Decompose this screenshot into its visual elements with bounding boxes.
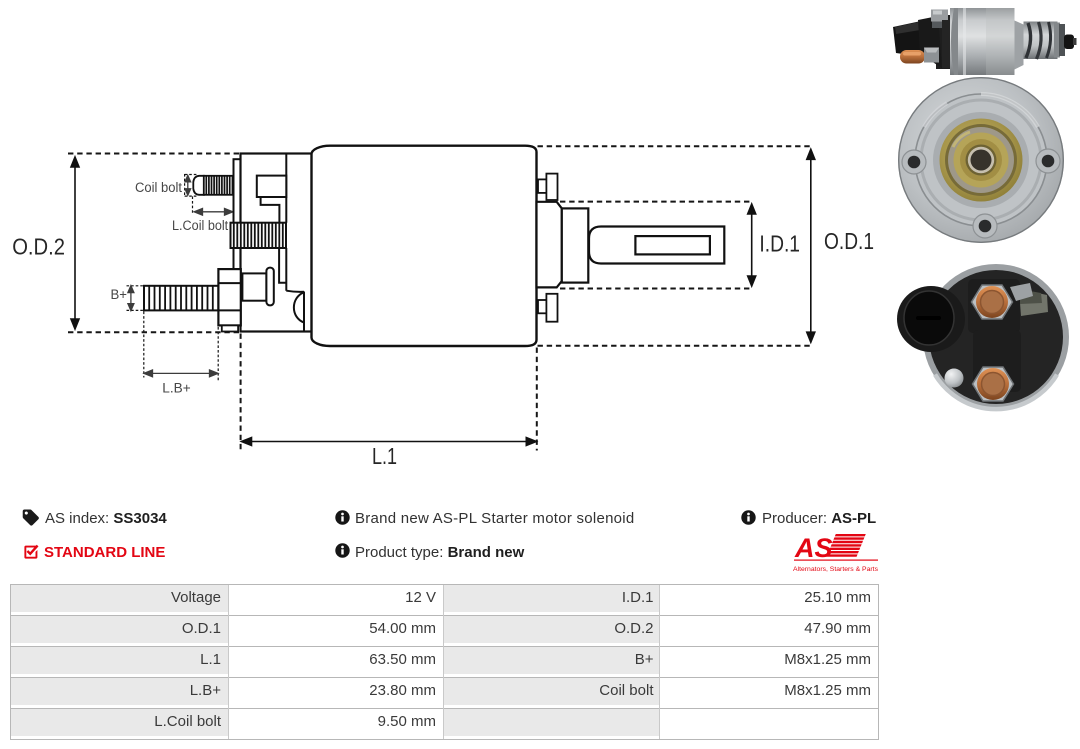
svg-text:B+: B+	[111, 287, 128, 302]
svg-text:L.1: L.1	[372, 443, 397, 469]
svg-text:O.D.2: O.D.2	[12, 234, 65, 260]
svg-text:I.D.1: I.D.1	[759, 231, 800, 257]
svg-text:L.B+: L.B+	[162, 381, 191, 396]
svg-text:O.D.1: O.D.1	[824, 228, 874, 254]
svg-text:Coil bolt: Coil bolt	[135, 180, 182, 195]
svg-text:AS: AS	[794, 533, 833, 563]
svg-text:Alternators, Starters & Parts: Alternators, Starters & Parts	[793, 566, 879, 573]
svg-text:L.Coil bolt: L.Coil bolt	[172, 218, 228, 233]
